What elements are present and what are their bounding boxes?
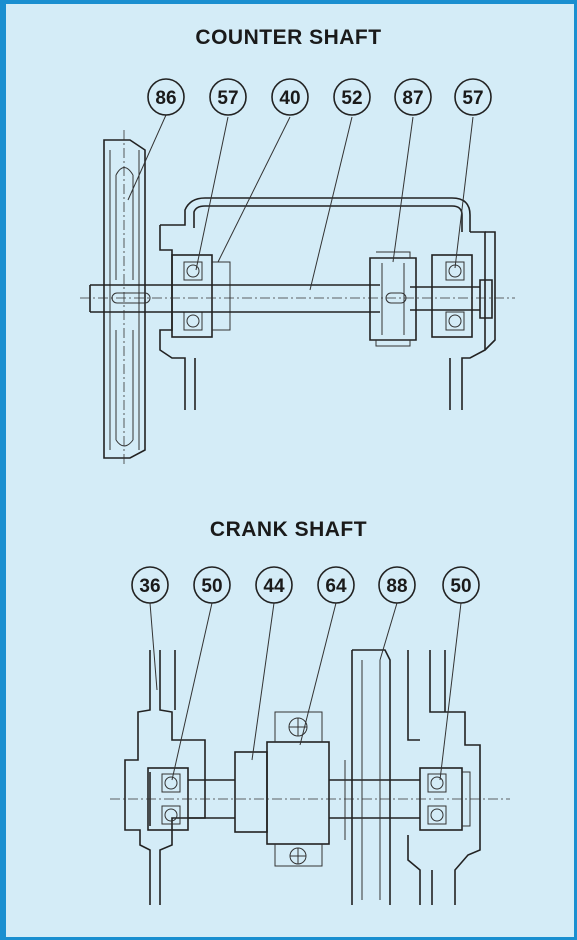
- shaft-52: [89, 279, 493, 319]
- crank-callouts: 36 50 44 64 88 50: [131, 566, 480, 604]
- counter-callouts: 86 57 40 52 87 57: [147, 78, 492, 116]
- callout-circle: [378, 566, 416, 604]
- crank-housing-right: [407, 650, 481, 905]
- callout-circle: [255, 566, 293, 604]
- callout-label: 50: [201, 576, 222, 597]
- bearing-57-right: [431, 254, 473, 338]
- callout-label: 50: [450, 576, 471, 597]
- bearing-50-right: [419, 767, 471, 831]
- callout-circle: [193, 566, 231, 604]
- callout-label: 57: [217, 88, 238, 109]
- callout-label: 44: [263, 576, 285, 597]
- frame-bottom-border: [0, 937, 577, 940]
- callout-circle: [442, 566, 480, 604]
- counter-shaft-title: COUNTER SHAFT: [195, 26, 382, 49]
- callout-label: 86: [155, 88, 176, 109]
- callout-circle: [317, 566, 355, 604]
- bearing-57-left: [171, 254, 231, 338]
- frame-left-border: [0, 0, 6, 940]
- counter-shaft-drawing: 86 57 40 52 87 57: [80, 78, 515, 465]
- callout-circle: [131, 566, 169, 604]
- callout-label: 64: [325, 576, 347, 597]
- crank-shaft-title: CRANK SHAFT: [209, 518, 368, 541]
- callout-label: 36: [139, 576, 160, 597]
- callout-circle: [394, 78, 432, 116]
- callout-label: 57: [462, 88, 483, 109]
- gear-88: [344, 649, 391, 905]
- crank-shaft-body: [149, 711, 420, 867]
- frame-top-border: [0, 0, 577, 4]
- callout-circle: [147, 78, 185, 116]
- sprocket-87: [369, 251, 417, 347]
- callout-label: 52: [341, 88, 362, 109]
- crank-housing-left: [124, 650, 206, 905]
- callout-label: 88: [386, 576, 407, 597]
- callout-circle: [333, 78, 371, 116]
- callout-circle: [209, 78, 247, 116]
- crank-shaft-drawing: 36 50 44 64 88 50: [110, 566, 510, 905]
- callout-label: 87: [402, 88, 423, 109]
- counter-housing: [159, 197, 496, 410]
- callout-circle: [454, 78, 492, 116]
- callout-label: 40: [279, 88, 300, 109]
- callout-circle: [271, 78, 309, 116]
- pulley-86: [103, 139, 146, 459]
- counter-leaders: [127, 114, 474, 291]
- frame-right-border: [574, 0, 577, 940]
- crank-leaders: [149, 602, 462, 781]
